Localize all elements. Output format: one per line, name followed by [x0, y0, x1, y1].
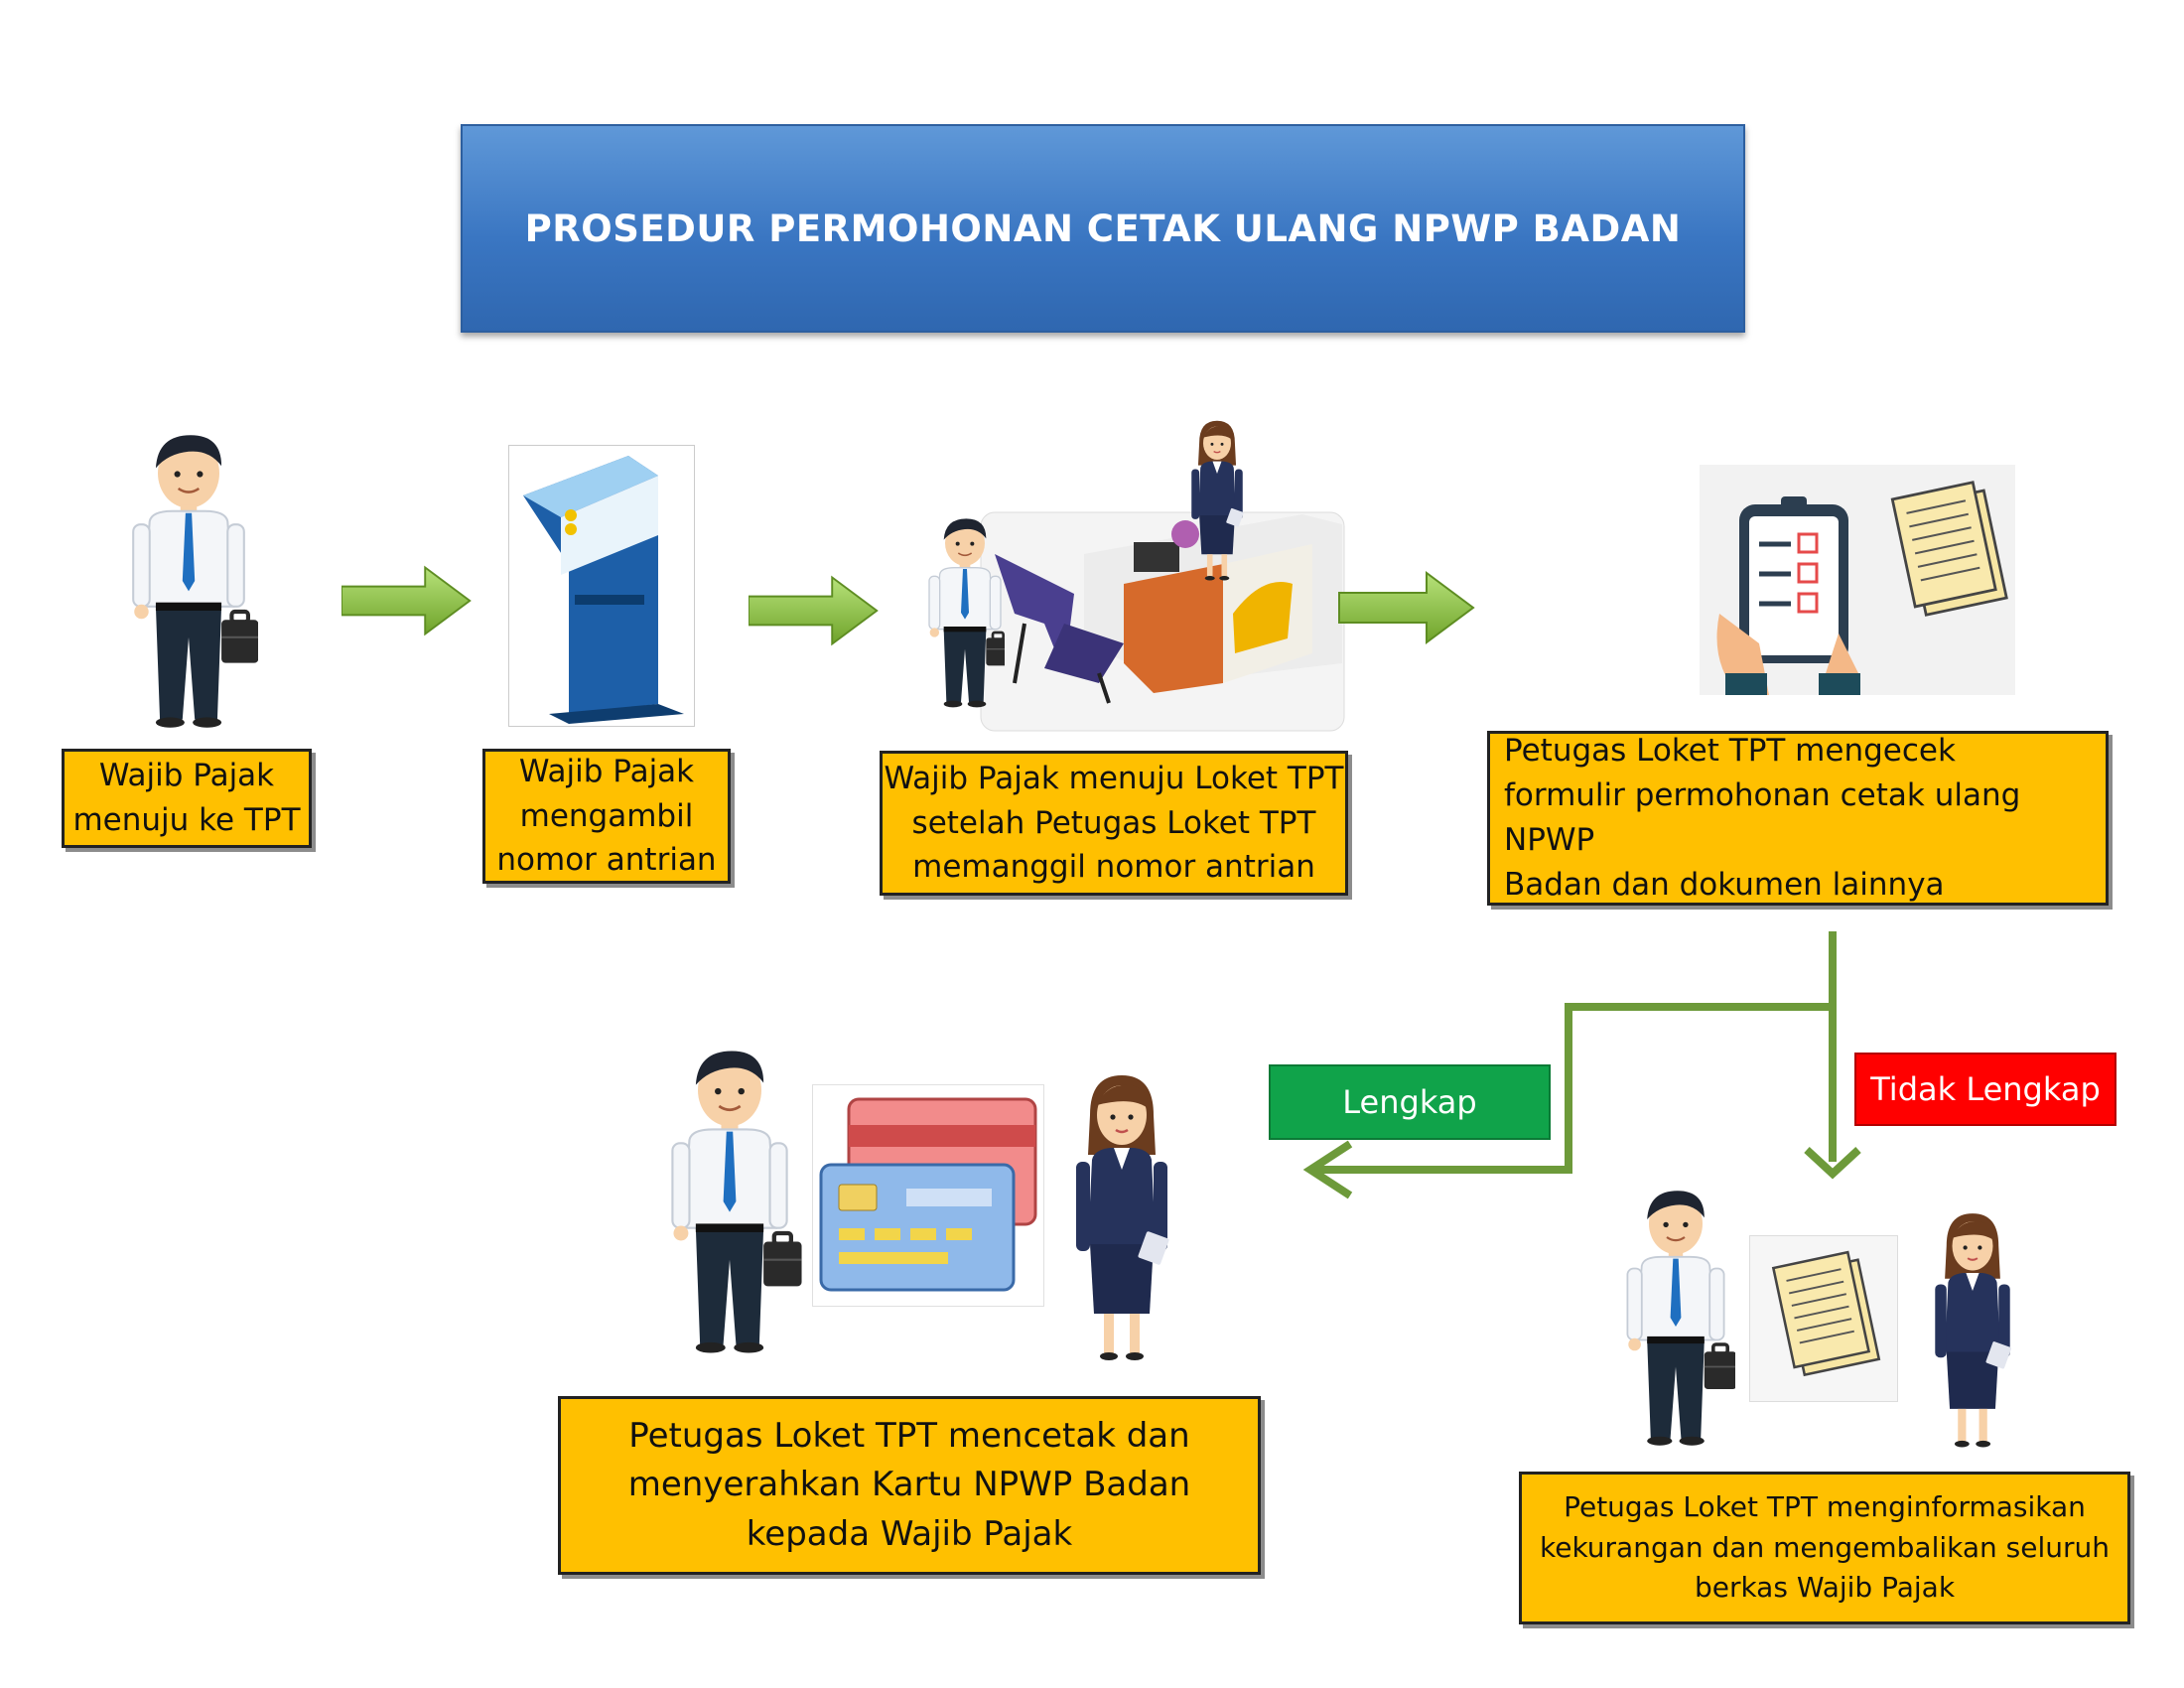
documents-icon — [1749, 1235, 1898, 1402]
npwp-card-icon — [812, 1084, 1044, 1307]
badge-incomplete: Tidak Lengkap — [1854, 1053, 2116, 1126]
service-counter-icon — [925, 415, 1346, 733]
step-1-box: Wajib Pajak menuju ke TPT — [62, 749, 312, 848]
step-5-box: Petugas Loket TPT mencetak dan menyerahk… — [558, 1396, 1261, 1575]
page-title: PROSEDUR PERMOHONAN CETAK ULANG NPWP BAD… — [461, 124, 1745, 333]
step-5-text: Petugas Loket TPT mencetak dan menyerahk… — [627, 1416, 1191, 1554]
step-1-text: Wajib Pajak menuju ke TPT — [72, 758, 301, 838]
female-officer-icon — [1072, 1070, 1171, 1368]
badge-complete: Lengkap — [1269, 1064, 1551, 1140]
businessman-icon — [655, 1043, 804, 1360]
checklist-icon — [1700, 465, 2015, 695]
step-2-text: Wajib Pajak mengambil nomor antrian — [496, 753, 717, 879]
step-3-box: Wajib Pajak menuju Loket TPT setelah Pet… — [880, 751, 1348, 896]
step-6-text: Petugas Loket TPT menginformasikan kekur… — [1540, 1490, 2110, 1605]
step-4-box: Petugas Loket TPT mengecek formulir perm… — [1487, 731, 2109, 906]
step-6-box: Petugas Loket TPT menginformasikan kekur… — [1519, 1472, 2130, 1624]
step-3-text: Wajib Pajak menuju Loket TPT setelah Pet… — [884, 760, 1344, 886]
step-4-text: Petugas Loket TPT mengecek formulir perm… — [1504, 733, 2021, 903]
businessman-icon — [1616, 1184, 1735, 1452]
step-2-box: Wajib Pajak mengambil nomor antrian — [482, 749, 731, 884]
queue-kiosk-icon — [508, 445, 695, 727]
female-officer-icon — [1932, 1207, 2013, 1456]
